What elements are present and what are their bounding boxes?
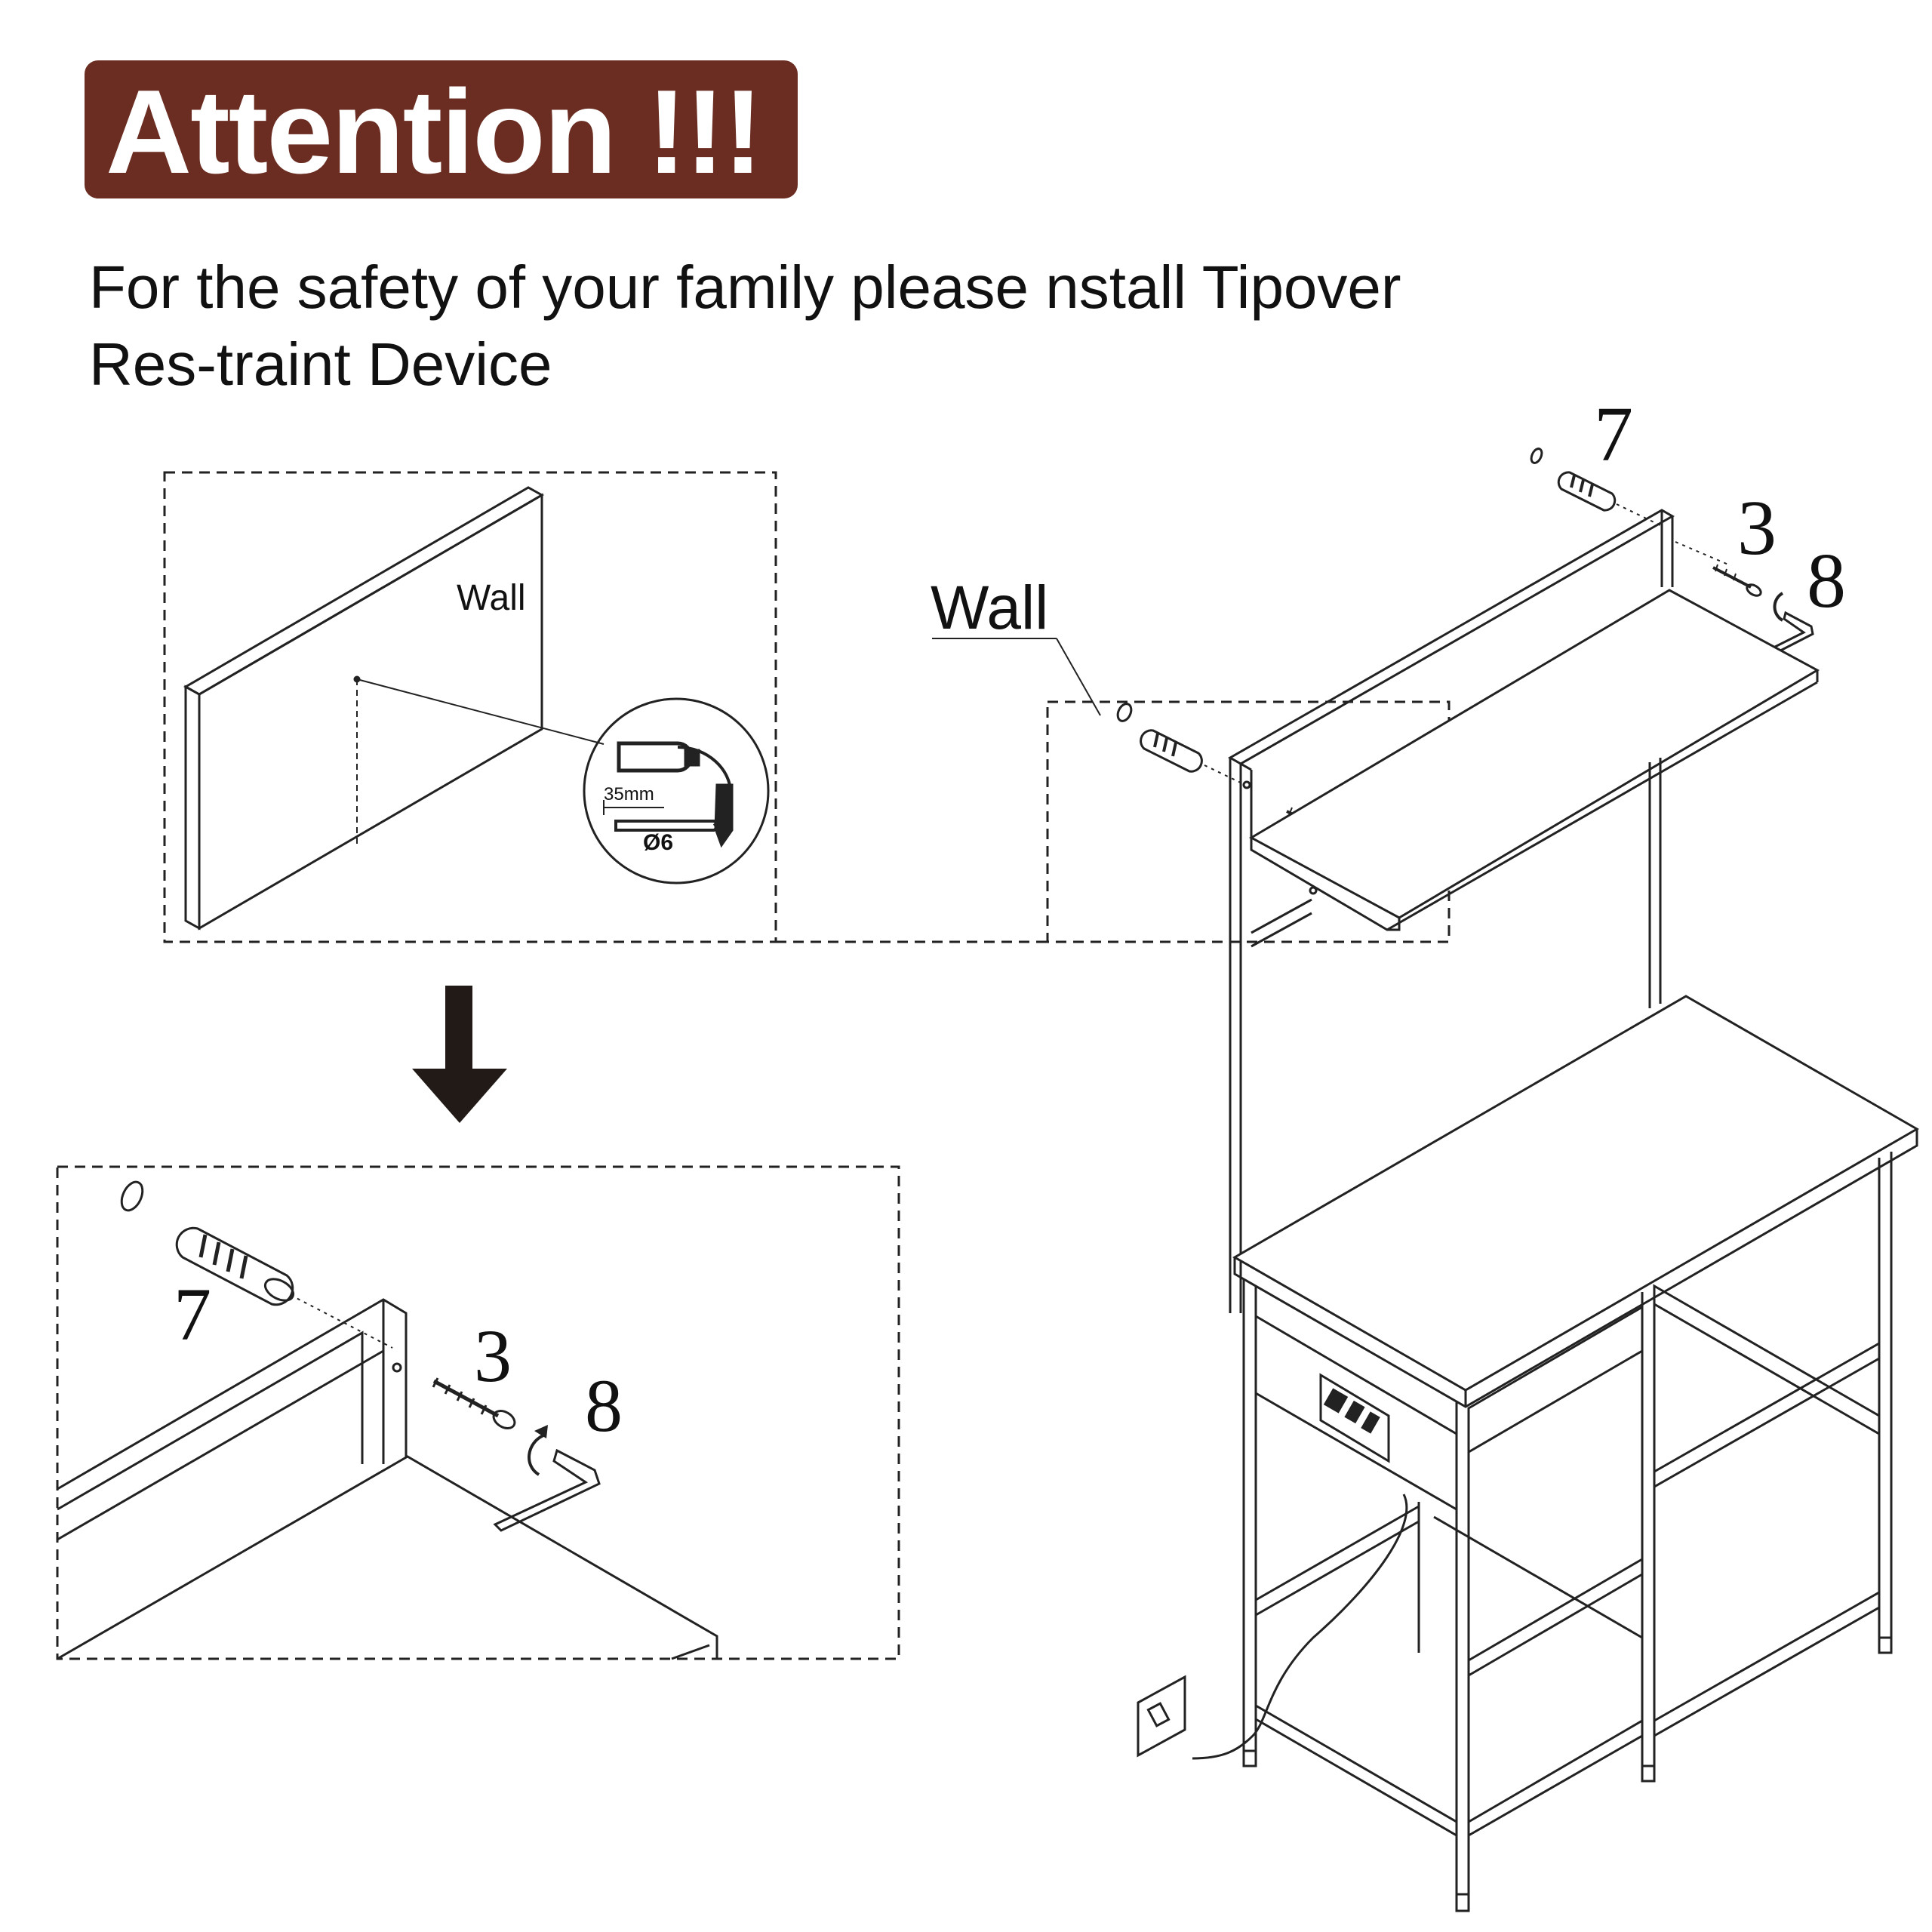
closeup-anchor-label: 7 [174,1272,211,1356]
drill-icon [583,697,770,884]
main-anchor-label: 7 [1594,391,1633,478]
safety-instructions: For the safety of your family please nst… [89,249,1598,403]
down-arrow-icon [412,986,507,1123]
power-strip [1319,1373,1390,1463]
instruction-line-1: For the safety of your family please nst… [89,254,1401,321]
drill-wall-label: Wall [457,578,526,618]
main-wall-label: Wall [931,574,1048,642]
closeup-panel [56,1165,900,1660]
closeup-wrench-label: 8 [585,1364,623,1447]
allen-key-icon [493,1448,601,1532]
hutch-frame [1227,509,1820,1313]
top-screw-icon [1712,564,1762,597]
drill-bit-label: Ø6 [643,830,673,855]
main-wall-anchor-icon [1140,729,1203,773]
drill-panel-frame [163,471,777,943]
power-cable [1192,1494,1408,1760]
screw-icon [432,1377,516,1429]
top-rotate-arrow-icon [1773,592,1784,622]
instruction-line-2: Res-traint Device [89,331,552,398]
closeup-panel-frame [56,1165,900,1660]
closeup-screw-label: 3 [474,1314,512,1398]
wall-hole [120,1180,144,1212]
wall-slab [183,486,545,931]
lower-cabinet [1192,995,1920,1912]
main-diagram [932,448,1920,1912]
drawer [1254,1314,1458,1512]
wall-outlet-icon [1137,1675,1186,1758]
rotate-arrow-icon [528,1434,544,1476]
top-frame-bracket [57,1298,718,1660]
drill-panel [163,471,777,943]
drill-depth-label: 35mm [604,784,654,804]
top-wall-anchor-icon [1557,471,1617,512]
main-wrench-label: 8 [1807,537,1846,624]
main-screw-label: 3 [1737,485,1777,571]
attention-banner: Attention !!! [85,60,798,198]
attention-title: Attention !!! [106,65,763,198]
